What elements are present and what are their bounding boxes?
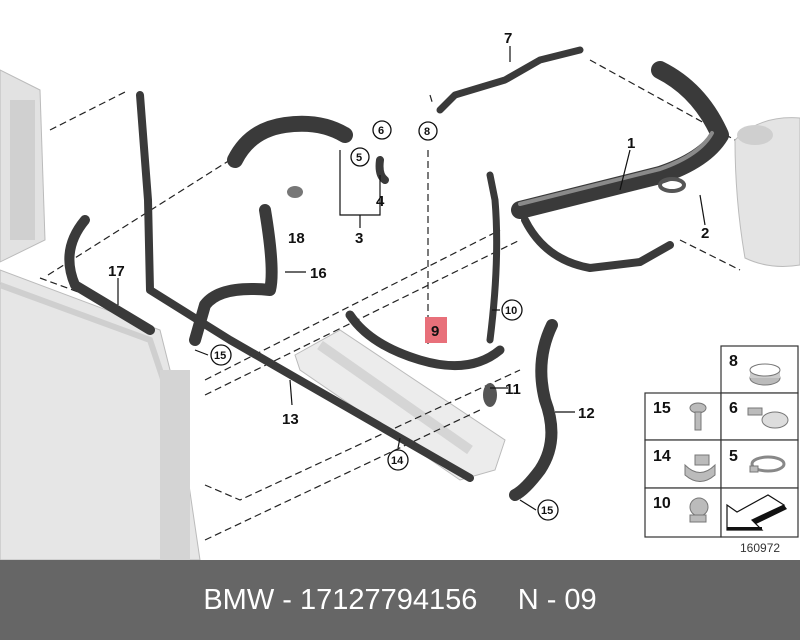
label-13: 13 [282,411,299,428]
image-number: 160972 [740,541,780,555]
label-9: 9 [431,323,439,340]
footer-part-number: 17127794156 [299,583,478,616]
label-1: 1 [627,135,635,152]
legend-5: 5 [729,448,738,465]
hoses [64,46,729,501]
label-18: 18 [288,230,305,247]
legend-6: 6 [729,400,738,417]
footer-bar: BMW - 17127794156 N - 09 [0,560,800,640]
label-3: 3 [355,230,363,247]
clip-icon [684,454,716,482]
label-8: 8 [424,126,430,138]
parts-legend: 8 15 6 14 5 10 160972 [644,345,799,555]
label-7: 7 [504,30,512,47]
label-17: 17 [108,263,125,280]
label-4: 4 [376,193,385,210]
label-2: 2 [701,225,709,242]
radiator [0,69,201,560]
label-6: 6 [378,125,384,137]
circled-labels: 6 5 8 10 15 14 15 [210,120,559,521]
screw-icon [689,402,707,431]
hose-clamp-icon [747,407,789,429]
band-clamp-icon [749,455,786,473]
legend-10: 10 [653,495,671,512]
label-5: 5 [356,152,362,164]
label-leaders [117,46,706,511]
legend-8: 8 [729,353,738,370]
legend-15: 15 [653,400,671,417]
footer-ref: N - 09 [517,583,597,616]
label-16: 16 [310,265,327,282]
footer-sep: - [274,583,300,616]
cooler-bracket [294,329,506,481]
expansion-tank [734,117,800,267]
highlight-box-9 [425,317,447,343]
label-10: 10 [505,305,517,317]
part-labels: 7 1 2 4 3 18 16 17 13 11 12 9 [108,30,709,428]
footer-gap [477,584,517,617]
label-12: 12 [578,405,595,422]
arrow-icon [726,494,787,531]
holder-clip-icon [689,497,709,523]
label-11: 11 [505,381,521,398]
label-14: 14 [391,455,404,467]
label-15b: 15 [541,505,553,517]
label-15a: 15 [214,350,226,362]
legend-14: 14 [653,448,671,465]
clamp-icon [749,363,781,386]
footer-brand: BMW [203,583,275,616]
parts-diagram: 7 1 2 4 3 18 16 17 13 11 12 9 6 5 8 10 1… [0,30,800,560]
